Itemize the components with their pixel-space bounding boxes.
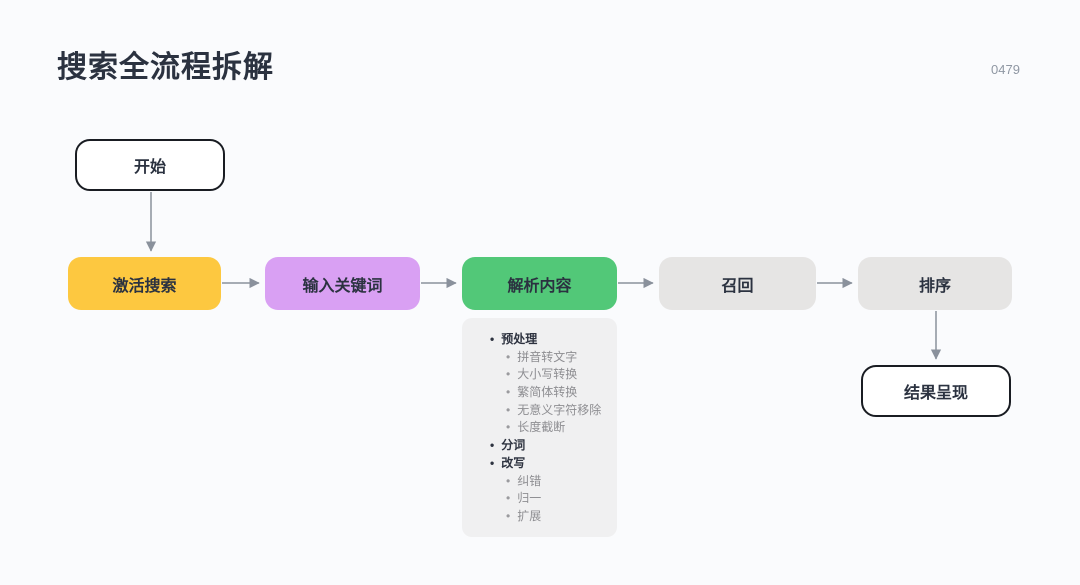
page-code: 0479 [991, 62, 1020, 77]
list-item-rewrite: •改写 [462, 455, 617, 473]
bullet-icon: • [506, 420, 511, 435]
list-item-pinyin-to-text: •拼音转文字 [462, 349, 617, 367]
bullet-icon: • [506, 349, 511, 364]
list-item-error-correction: •纠错 [462, 473, 617, 491]
node-activate-search-label: 激活搜索 [112, 277, 177, 295]
node-recall-label: 召回 [721, 277, 754, 295]
list-item-normalization: •归一 [462, 490, 617, 508]
bullet-icon: • [490, 438, 495, 453]
list-item-length-truncation: •长度截断 [462, 419, 617, 437]
node-activate-search[interactable]: 激活搜索 [68, 257, 221, 310]
bullet-icon: • [490, 455, 495, 470]
bullet-icon: • [506, 508, 511, 523]
node-rank-label: 排序 [918, 277, 951, 295]
bullet-icon: • [506, 491, 511, 506]
node-input-keywords[interactable]: 输入关键词 [265, 257, 420, 310]
page-title: 搜索全流程拆解 [57, 51, 274, 84]
node-start[interactable]: 开始 [75, 139, 225, 191]
node-result-display[interactable]: 结果呈现 [861, 365, 1011, 417]
bullet-icon: • [490, 332, 495, 346]
node-parse-content[interactable]: 解析内容 [462, 257, 617, 310]
node-recall[interactable]: 召回 [659, 257, 816, 310]
list-item-expansion: •扩展 [462, 508, 617, 526]
node-start-label: 开始 [133, 159, 166, 176]
list-item-word-segmentation: •分词 [462, 437, 617, 455]
bullet-icon: • [506, 385, 511, 400]
bullet-icon: • [506, 473, 511, 488]
node-result-display-label: 结果呈现 [903, 385, 968, 402]
list-item-traditional-simplified: •繁简体转换 [462, 384, 617, 402]
list-item-remove-meaningless-chars: •无意义字符移除 [462, 402, 617, 420]
bullet-icon: • [506, 367, 511, 382]
node-input-keywords-label: 输入关键词 [302, 277, 383, 295]
bullet-icon: • [506, 402, 511, 417]
node-parse-content-label: 解析内容 [507, 277, 572, 295]
list-item-preprocess: •预处理 [462, 331, 617, 349]
parse-detail-panel[interactable]: •预处理 •拼音转文字 •大小写转换 •繁简体转换 •无意义字符移除 •长度截断… [462, 318, 617, 537]
list-item-case-conversion: •大小写转换 [462, 366, 617, 384]
node-rank[interactable]: 排序 [858, 257, 1012, 310]
